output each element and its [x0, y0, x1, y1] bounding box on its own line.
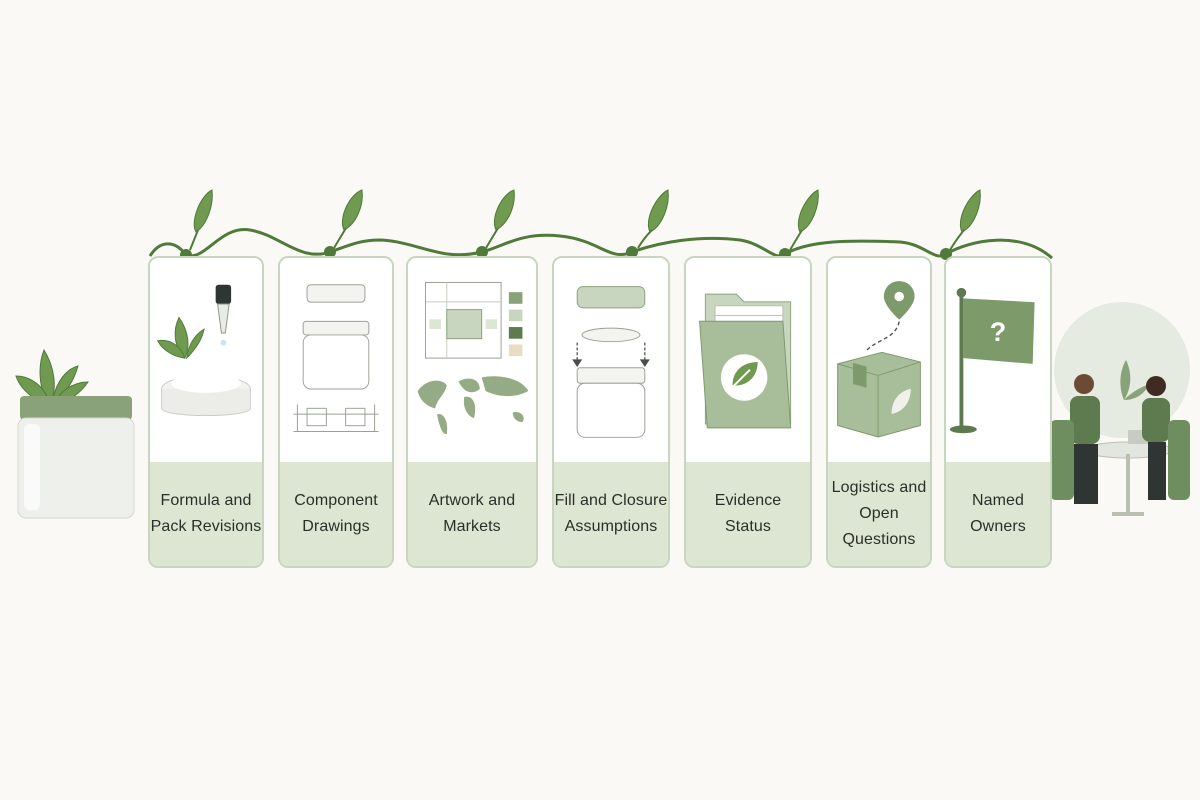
- step-card: Component Drawings: [278, 256, 394, 568]
- question-flag-icon: ?: [949, 287, 1035, 434]
- cream-dropper-icon: [156, 284, 251, 416]
- step-label: Formula and Pack Revisions: [150, 492, 262, 535]
- cream-jar-plant-icon: [15, 348, 135, 519]
- step-label: Component Drawings: [294, 492, 378, 535]
- step-card: ? Named Owners: [944, 256, 1052, 568]
- step-card: Fill and Closure Assumptions: [552, 256, 670, 568]
- step-label: Logistics and Open Questions: [831, 479, 927, 548]
- step-label-box: Fill and Closure Assumptions: [554, 462, 668, 566]
- step-label-box: Named Owners: [946, 462, 1050, 566]
- step-label: Named Owners: [970, 492, 1026, 535]
- step-label-box: Artwork and Markets: [408, 462, 536, 566]
- step-card: Formula and Pack Revisions: [148, 256, 264, 568]
- jar-components-icon: [293, 284, 379, 432]
- team-meeting-icon: [1050, 302, 1190, 516]
- step-label-box: Component Drawings: [280, 462, 392, 566]
- parcel-pin-icon: [837, 281, 921, 438]
- step-label: Evidence Status: [714, 492, 782, 535]
- step-card: Evidence Status: [684, 256, 812, 568]
- leaf-folder-icon: [699, 293, 792, 429]
- step-label-box: Evidence Status: [686, 462, 810, 566]
- step-card: Logistics and Open Questions: [826, 256, 932, 568]
- step-label: Artwork and Markets: [428, 492, 516, 535]
- step-card: Artwork and Markets: [406, 256, 538, 568]
- step-label: Fill and Closure Assumptions: [554, 492, 668, 535]
- artwork-map-icon: [417, 281, 529, 434]
- fill-closure-icon: [572, 286, 650, 438]
- step-label-box: Logistics and Open Questions: [828, 462, 930, 566]
- svg-text:?: ?: [990, 317, 1006, 347]
- step-label-box: Formula and Pack Revisions: [150, 462, 262, 566]
